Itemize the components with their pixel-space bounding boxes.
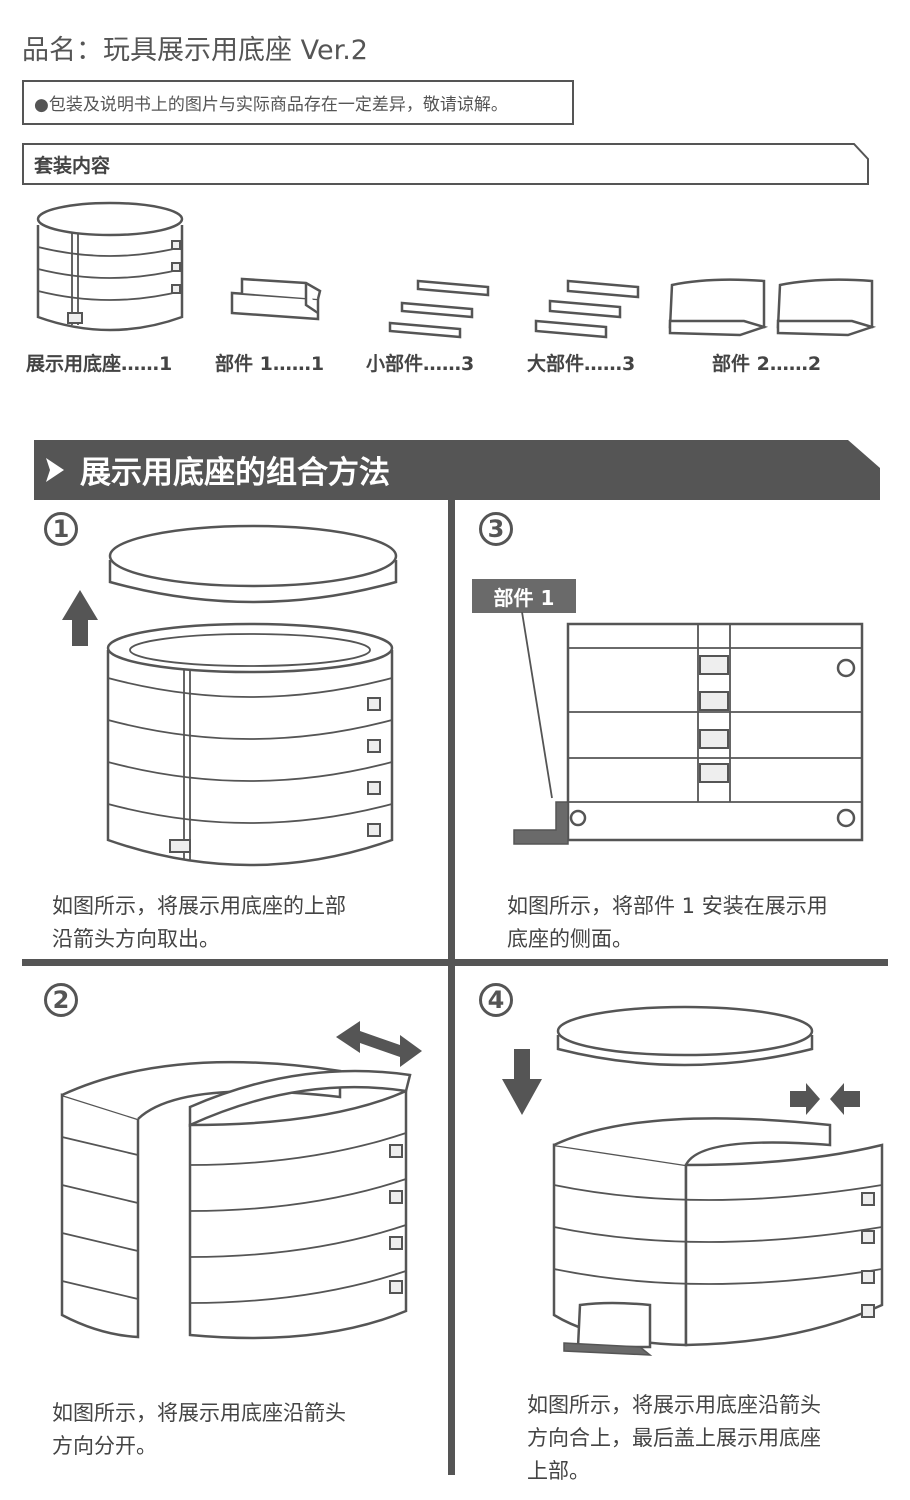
part-2-piece-icon bbox=[563, 1301, 653, 1356]
vertical-divider bbox=[448, 500, 455, 1475]
step-3-illustration bbox=[513, 612, 864, 845]
part-label-small-parts: 小部件……3 bbox=[366, 353, 475, 375]
assembly-heading: 展示用底座的组合方法 bbox=[80, 455, 390, 491]
step-2-illustration bbox=[60, 1021, 422, 1340]
step-3-text: 如图所示，将部件 1 安装在展示用 底座的侧面。 bbox=[507, 894, 828, 951]
product-title: 品名：玩具展示用底座 Ver.2 bbox=[22, 35, 368, 66]
step-2-text: 如图所示，将展示用底座沿箭头 方向分开。 bbox=[52, 1401, 346, 1458]
large-parts-icon bbox=[534, 279, 640, 339]
part-1-bracket-icon bbox=[513, 801, 569, 845]
double-arrow-icon bbox=[336, 1021, 422, 1067]
parts-illustrations bbox=[36, 201, 877, 339]
part-label-display-base: 展示用底座……1 bbox=[26, 353, 173, 375]
step-1-number: 1 bbox=[44, 512, 78, 546]
step-4-text: 如图所示，将展示用底座沿箭头 方向合上，最后盖上展示用底座 上部。 bbox=[527, 1393, 821, 1483]
part-2-icon bbox=[668, 278, 877, 337]
arrow-down-icon bbox=[502, 1049, 542, 1115]
notice-box: ●包装及说明书上的图片与实际商品存在一定差异，敬请谅解。 bbox=[22, 80, 574, 125]
horizontal-divider bbox=[22, 959, 888, 966]
step-2-number: 2 bbox=[44, 983, 78, 1017]
display-base-icon bbox=[36, 201, 184, 332]
part-label-part-2: 部件 2……2 bbox=[712, 353, 822, 375]
step-1-illustration bbox=[62, 524, 398, 867]
arrows-in-icon bbox=[790, 1083, 860, 1115]
contents-heading: 套装内容 bbox=[34, 155, 111, 177]
chevron-right-icon bbox=[46, 458, 64, 482]
part-label-part-1: 部件 1……1 bbox=[215, 353, 325, 375]
small-parts-icon bbox=[388, 279, 490, 339]
step-4-illustration bbox=[502, 1005, 884, 1356]
step-1-text: 如图所示，将展示用底座的上部 沿箭头方向取出。 bbox=[52, 894, 346, 951]
notice-text: ●包装及说明书上的图片与实际商品存在一定差异，敬请谅解。 bbox=[34, 95, 508, 115]
assembly-banner bbox=[34, 440, 880, 500]
part-label-large-parts: 大部件……3 bbox=[527, 353, 636, 375]
step-4-number: 4 bbox=[479, 983, 513, 1017]
arrow-up-icon bbox=[62, 590, 98, 646]
part-1-icon bbox=[230, 277, 322, 321]
step-3-number: 3 bbox=[479, 512, 513, 546]
part-1-callout: 部件 1 bbox=[472, 579, 576, 613]
contents-header-frame bbox=[22, 143, 869, 185]
